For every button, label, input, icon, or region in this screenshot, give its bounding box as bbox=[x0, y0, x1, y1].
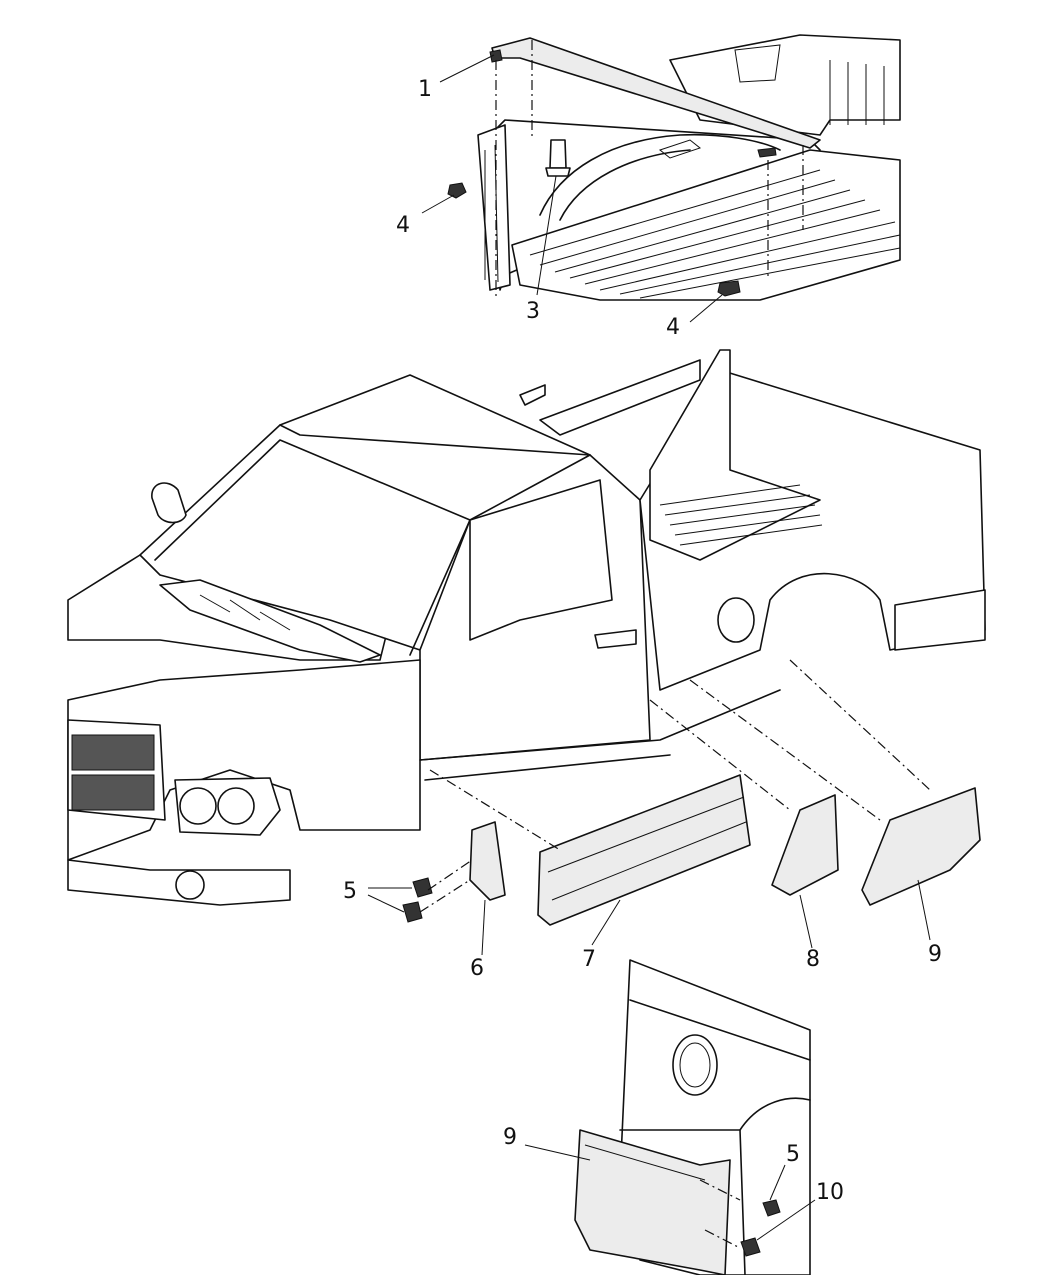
callout-3: 3 bbox=[526, 299, 540, 324]
callout-labels: 1 4 3 4 5 6 7 8 9 9 5 10 bbox=[343, 77, 942, 1205]
part-8-shape bbox=[771, 794, 839, 896]
callout-9-detail: 9 bbox=[503, 1125, 517, 1150]
cladding-parts bbox=[367, 659, 981, 956]
truck-body bbox=[67, 349, 986, 906]
callout-4-top-right: 4 bbox=[666, 315, 680, 340]
callout-5-main: 5 bbox=[343, 879, 357, 904]
part-6-shape bbox=[469, 821, 506, 901]
callout-8: 8 bbox=[806, 947, 820, 972]
part-9-shape bbox=[861, 787, 981, 906]
part-9-detail-shape bbox=[574, 1129, 731, 1275]
detail-inset bbox=[524, 959, 816, 1275]
bed-inset bbox=[421, 34, 901, 323]
part-7-shape bbox=[537, 774, 751, 926]
callout-9-main: 9 bbox=[928, 942, 942, 967]
callout-1: 1 bbox=[418, 77, 432, 102]
callout-10: 10 bbox=[816, 1180, 844, 1205]
callout-5-detail: 5 bbox=[786, 1142, 800, 1167]
callout-7: 7 bbox=[582, 947, 596, 972]
callout-6: 6 bbox=[470, 956, 484, 981]
callout-4-top-left: 4 bbox=[396, 213, 410, 238]
